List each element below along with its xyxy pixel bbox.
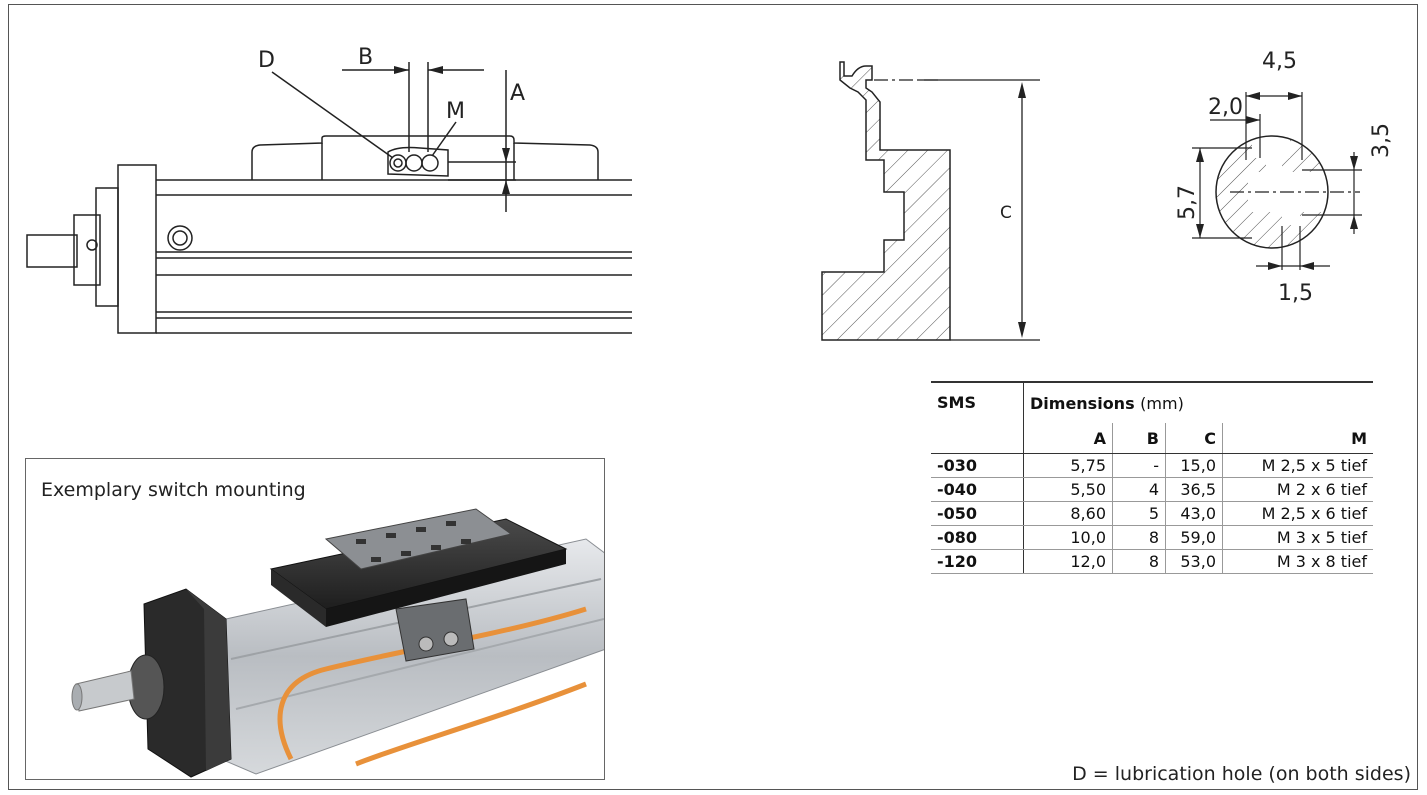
table-row: -120 12,0 8 53,0 M 3 x 8 tief [931, 549, 1373, 574]
dim-top: 4,5 [1262, 49, 1297, 74]
table-row: -050 8,60 5 43,0 M 2,5 x 6 tief [931, 501, 1373, 526]
label-d: D [258, 48, 275, 73]
dim-left: 5,7 [1175, 185, 1200, 220]
dimensions-table: SMS Dimensions (mm) A B C M -030 5,75 - … [931, 381, 1373, 574]
table-subheader-row: A B C M [931, 423, 1373, 454]
label-a: A [510, 81, 525, 106]
switch-mounting-illustration [71, 508, 604, 778]
drawing-frame [8, 4, 1418, 790]
dim-bottom: 1,5 [1278, 281, 1313, 306]
label-b: B [358, 45, 373, 70]
profile-section-drawing: C [821, 61, 1040, 341]
header-sms: SMS [931, 381, 1024, 454]
table-row: -030 5,75 - 15,0 M 2,5 x 5 tief [931, 453, 1373, 478]
switch-mounting-photo-box: Exemplary switch mounting [25, 458, 605, 780]
col-a: A [1023, 423, 1113, 454]
header-dimensions: Dimensions (mm) [1023, 381, 1373, 423]
dim-right: 3,5 [1369, 123, 1394, 158]
photo-caption: Exemplary switch mounting [41, 479, 306, 501]
col-m: M [1222, 423, 1373, 454]
label-c: C [1000, 203, 1012, 223]
table-row: -040 5,50 4 36,5 M 2 x 6 tief [931, 477, 1373, 502]
dim-inner: 2,0 [1208, 95, 1243, 120]
table-row: -080 10,0 8 59,0 M 3 x 5 tief [931, 525, 1373, 550]
col-b: B [1112, 423, 1166, 454]
label-m: M [446, 99, 465, 124]
lubrication-footnote: D = lubrication hole (on both sides) [1072, 763, 1411, 785]
side-view-drawing: D B M A [26, 45, 632, 334]
slot-detail-drawing: 4,5 2,0 3,5 5,7 1,5 [1175, 49, 1394, 306]
table-header-row: SMS Dimensions (mm) [931, 381, 1373, 454]
col-c: C [1165, 423, 1223, 454]
